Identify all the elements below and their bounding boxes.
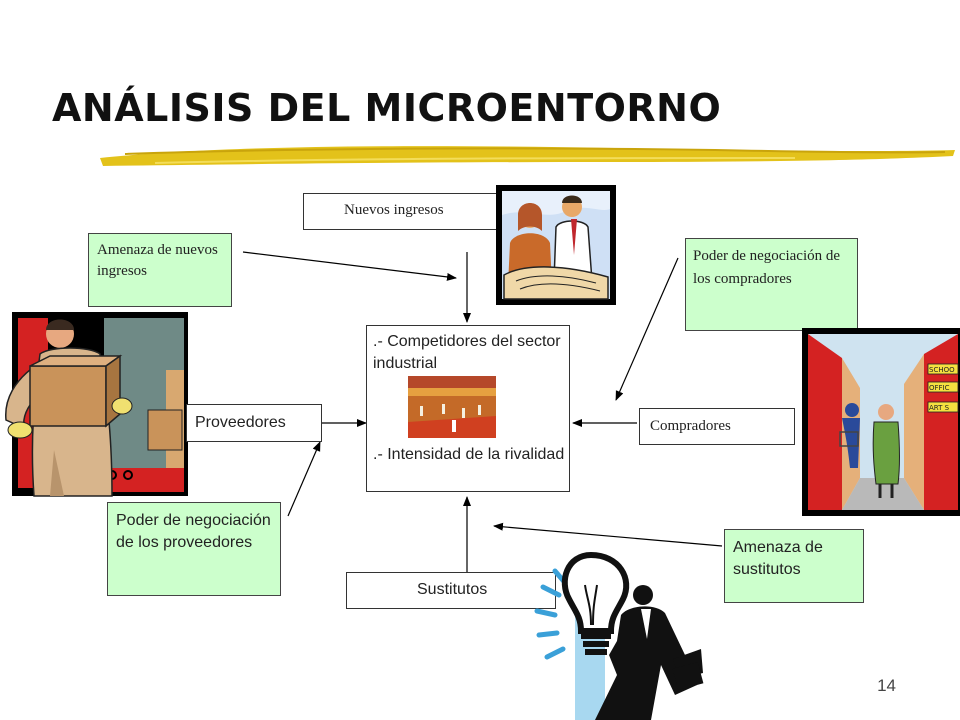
arrow-amenaza-nuevos [242,251,457,281]
slide-title: ANÁLISIS DEL MICROENTORNO [52,86,722,130]
title-underline-stroke [100,146,955,166]
competidores-line1: .- Competidores del sector industrial [373,333,561,372]
arena-photo [408,376,496,438]
nuevos-ingresos-label: Nuevos ingresos [344,202,444,218]
competidores-box: .- Competidores del sector industrial .-… [366,325,570,492]
competidores-line2: .- Intensidad de la rivalidad [373,446,565,463]
office-sign: OFFIC [929,384,950,392]
page-number: 14 [877,676,896,695]
poder-compradores-label: Poder de negociación de los compradores [693,248,841,287]
amenaza-sustitutos-label: Amenaza de sustitutos [733,539,823,578]
business-people-clipart [496,185,616,305]
compradores-box: Compradores [639,408,795,445]
poder-proveedores-box: Poder de negociación de los proveedores [107,502,281,596]
sustitutos-box: Sustitutos [346,572,556,609]
proveedores-label: Proveedores [195,414,286,431]
poder-compradores-box: Poder de negociación de los compradores [685,238,858,331]
compradores-label: Compradores [650,418,731,434]
amenaza-sustitutos-box: Amenaza de sustitutos [724,529,864,603]
amenaza-nuevos-ingresos-box: Amenaza de nuevos ingresos [88,233,232,307]
poder-proveedores-label: Poder de negociación de los proveedores [116,512,271,551]
arts-sign: ART S [929,404,950,412]
arrow-poder-compradores [615,257,679,401]
amenaza-nuevos-ingresos-label: Amenaza de nuevos ingresos [97,242,218,279]
shopping-street-clipart: SCHOO OFFIC ART S [802,328,960,516]
arrow-poder-proveedores [287,441,321,517]
lightbulb-idea-clipart [534,551,704,720]
delivery-man-clipart [5,312,188,497]
sustitutos-label: Sustitutos [417,581,488,598]
proveedores-box: Proveedores [186,404,322,442]
arrow-amenaza-sustitutos [493,522,723,547]
school-sign: SCHOO [929,366,955,374]
nuevos-ingresos-box: Nuevos ingresos [303,193,513,230]
